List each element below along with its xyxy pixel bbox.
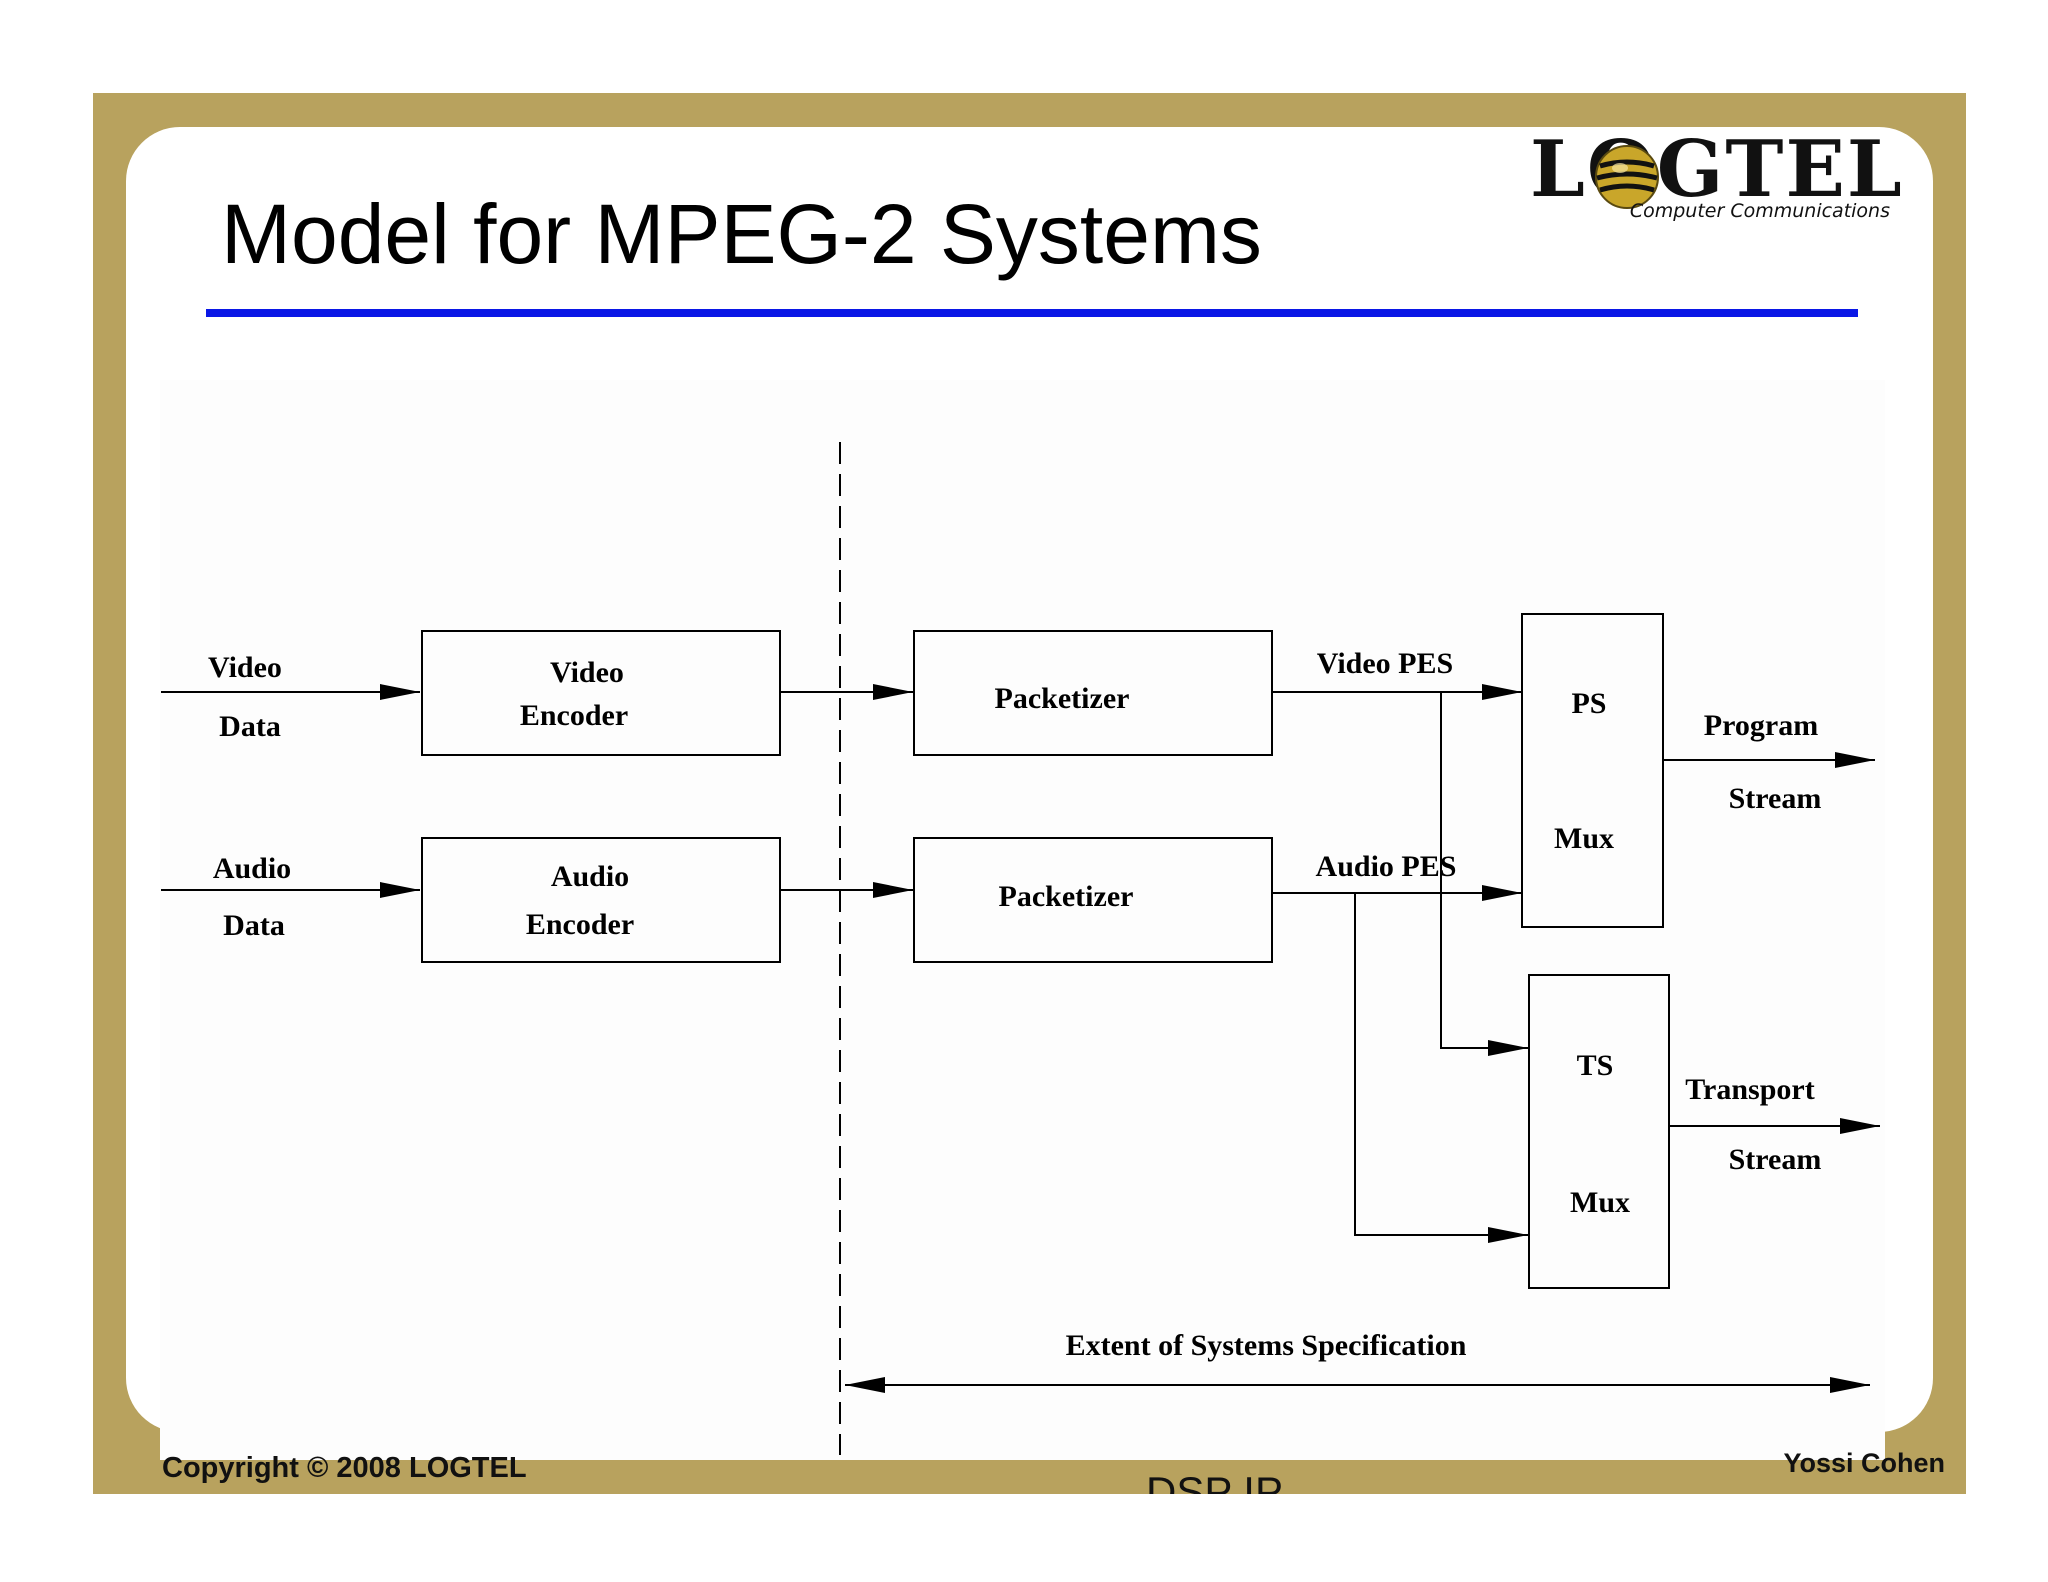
- video-data-label-line1: Video: [208, 651, 282, 684]
- logo-wordmark: LOGTEL: [1530, 124, 1904, 215]
- program-stream-label-line1: Program: [1704, 709, 1818, 742]
- audio-data-label-line2: Data: [223, 909, 285, 942]
- video-pes-label: Video PES: [1317, 647, 1453, 680]
- ts-mux-label-line1: TS: [1577, 1049, 1614, 1082]
- footer-author: Yossi Cohen: [1783, 1448, 1945, 1478]
- ts-mux-box: [1528, 974, 1670, 1289]
- footer-copyright: Copyright © 2008 LOGTEL: [162, 1452, 527, 1484]
- video-pes-to-ts-mux-arrow: [1440, 692, 1528, 1056]
- title-underline: [206, 309, 1858, 317]
- video-encoder-label-line1: Video: [550, 656, 624, 689]
- logo-subtitle: Computer Communications: [1629, 200, 1890, 222]
- video-data-label-line2: Data: [219, 710, 281, 743]
- slide-title: Model for MPEG-2 Systems: [221, 187, 1262, 281]
- ps-mux-label-line2: Mux: [1554, 822, 1614, 855]
- audio-pes-to-ts-mux-arrow: [1354, 893, 1528, 1243]
- video-packetizer-label: Packetizer: [995, 682, 1130, 715]
- audio-packetizer-box: [913, 837, 1273, 963]
- ps-mux-box: [1521, 613, 1664, 928]
- audio-packetizer-label: Packetizer: [999, 880, 1134, 913]
- footer-center-text: DSP IP: [1146, 1468, 1283, 1494]
- video-encoder-box: [421, 630, 781, 756]
- globe-icon: [1595, 145, 1659, 209]
- ts-mux-label-line2: Mux: [1570, 1186, 1630, 1219]
- extent-label: Extent of Systems Specification: [1066, 1329, 1467, 1362]
- audio-encoder-label-line2: Encoder: [526, 908, 634, 941]
- transport-stream-label-line2: Stream: [1729, 1143, 1822, 1176]
- program-stream-label-line2: Stream: [1729, 782, 1822, 815]
- diagram-background: [160, 380, 1885, 1460]
- audio-pes-label: Audio PES: [1316, 850, 1457, 883]
- audio-data-label-line1: Audio: [213, 852, 291, 885]
- ps-mux-label-line1: PS: [1571, 687, 1606, 720]
- transport-stream-label-line1: Transport: [1685, 1073, 1814, 1106]
- audio-encoder-label-line1: Audio: [551, 860, 629, 893]
- logtel-logo: LOGTEL Computer Communications: [1530, 124, 1902, 230]
- video-encoder-label-line2: Encoder: [520, 699, 628, 732]
- audio-encoder-box: [421, 837, 781, 963]
